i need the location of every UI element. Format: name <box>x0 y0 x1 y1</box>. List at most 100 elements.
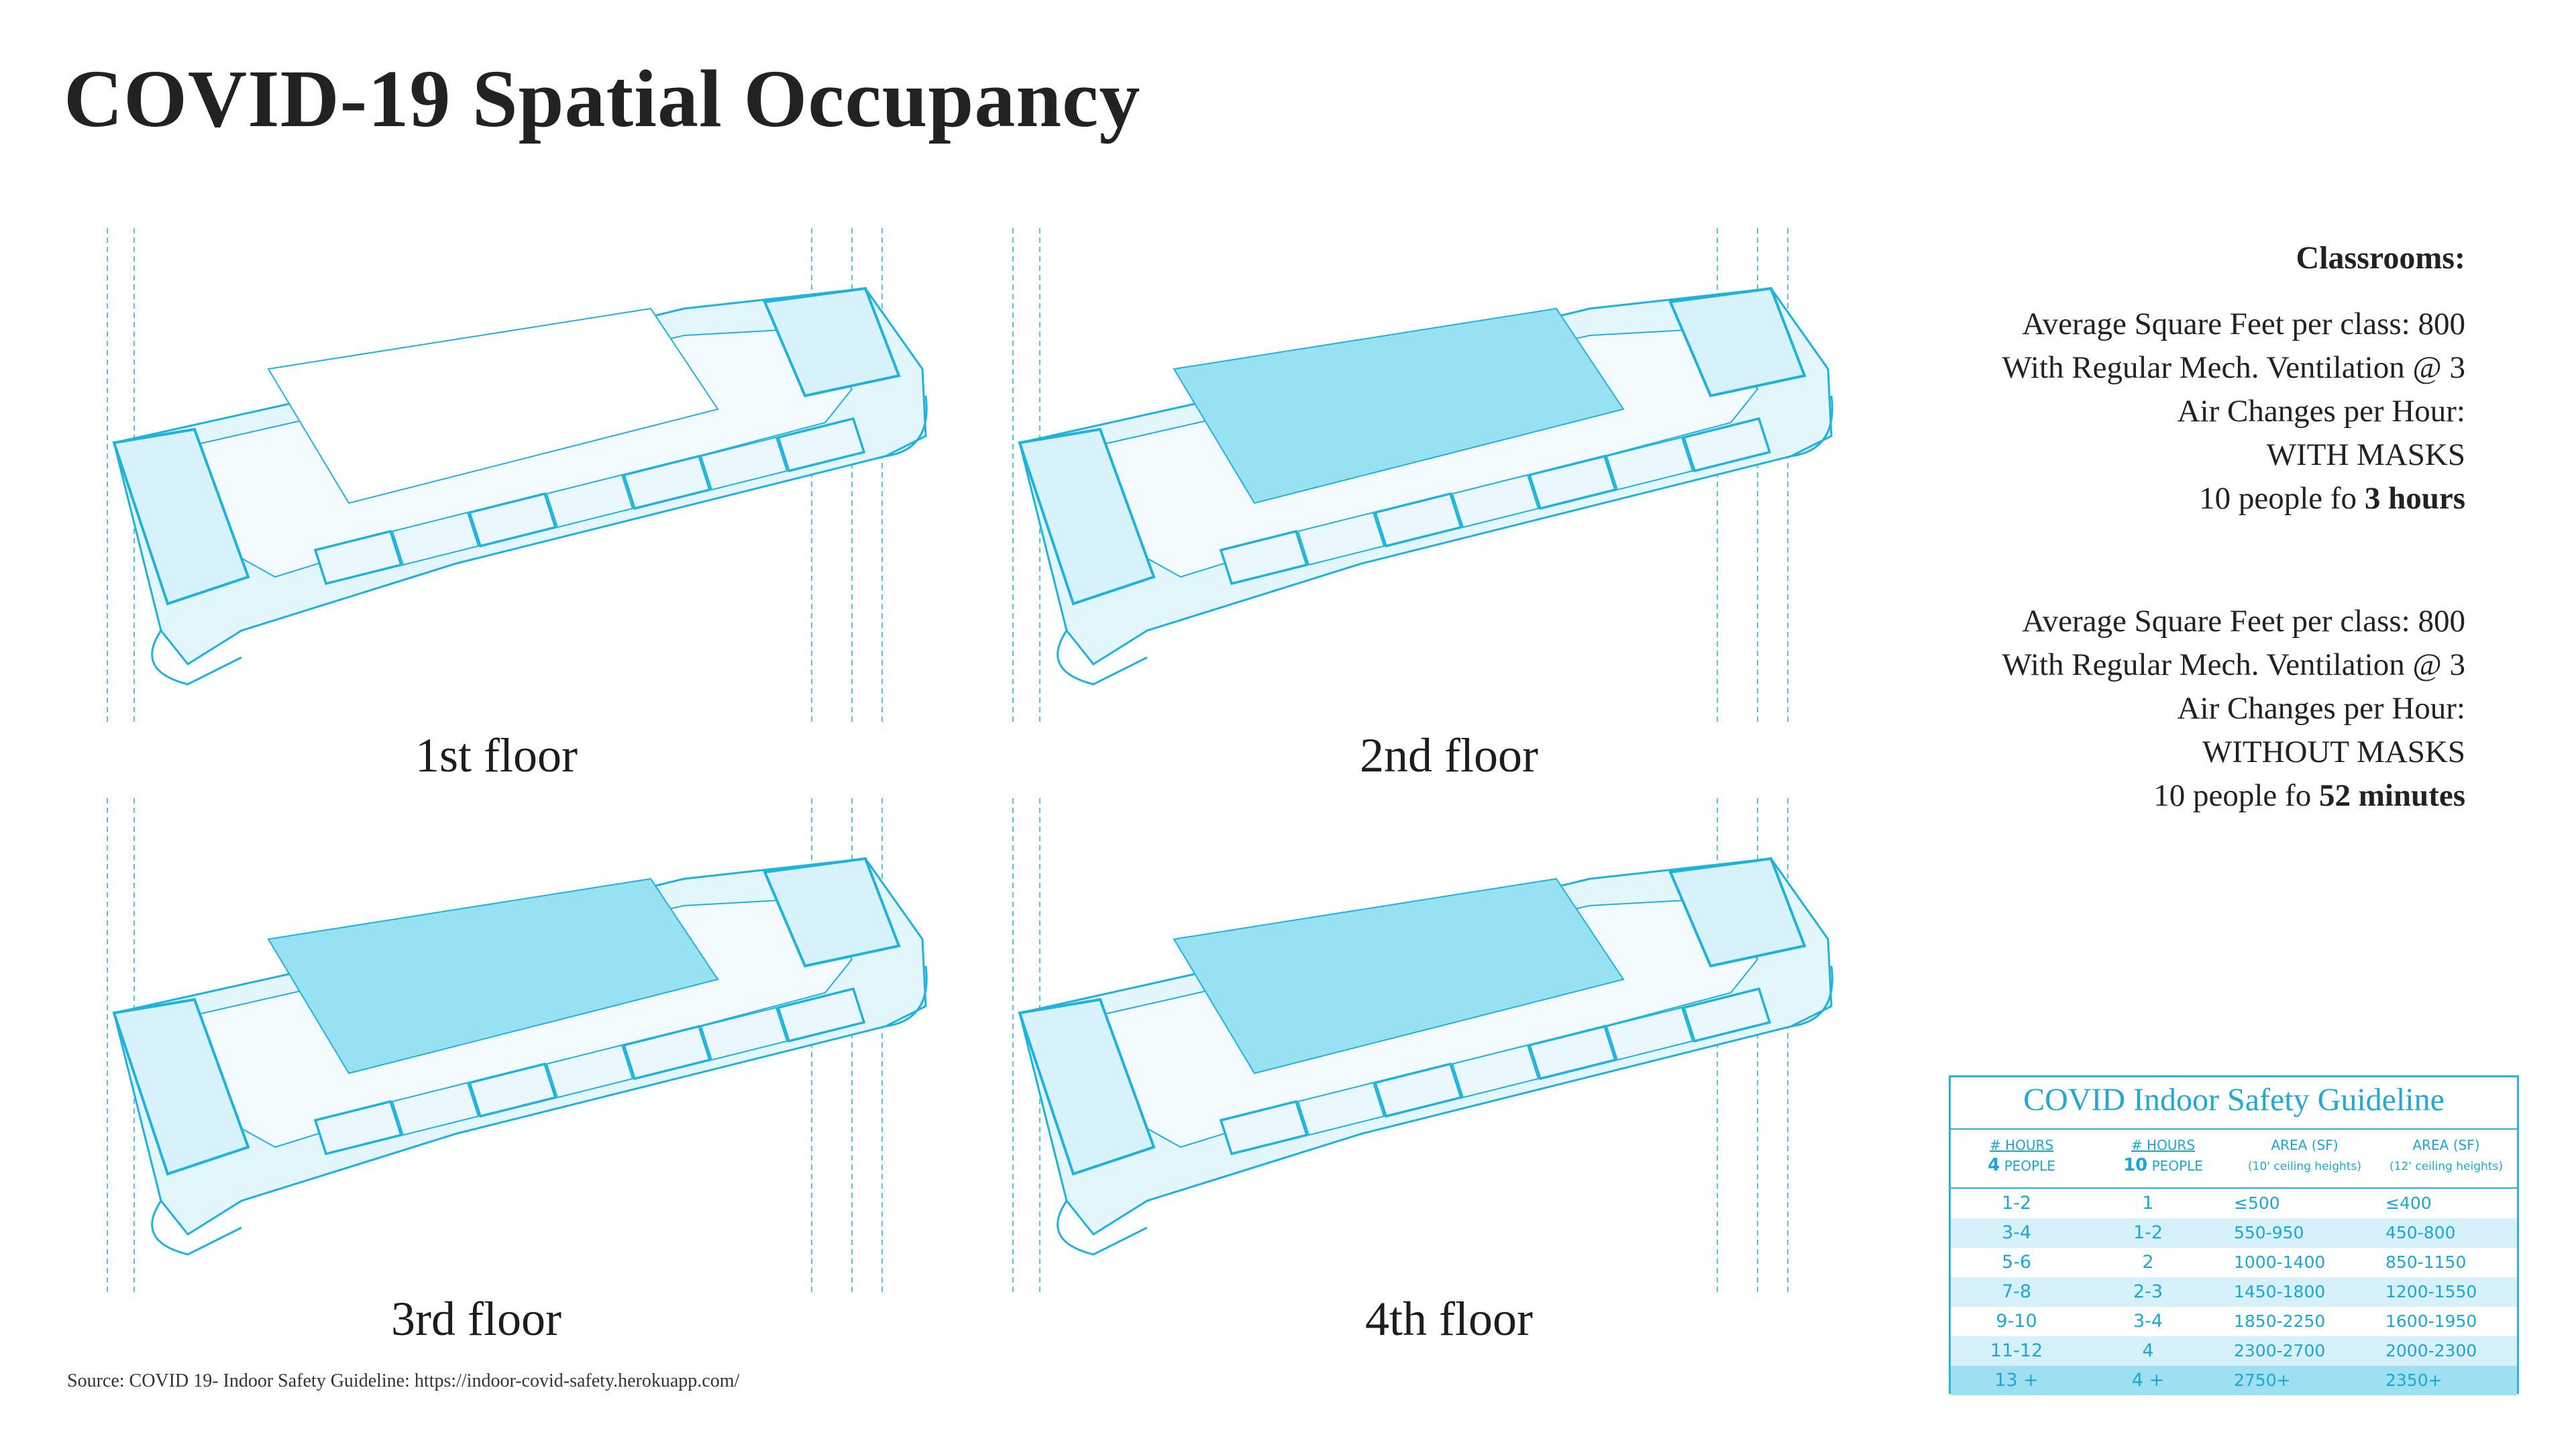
classroom <box>622 454 712 510</box>
with-masks-line4: WITH MASKS <box>2266 437 2465 472</box>
guideline-cell: 1850-2250 <box>2234 1311 2326 1331</box>
courtyard <box>1173 877 1625 1075</box>
classroom <box>391 1081 480 1136</box>
without-masks-line5: 10 people fo 52 minutes <box>2002 774 2465 818</box>
guideline-cell: 4 + <box>2131 1370 2165 1391</box>
classroom <box>1297 1081 1385 1136</box>
corner-stair <box>1790 395 1833 458</box>
guideline-cell: 7-8 <box>2001 1281 2032 1302</box>
with-masks-block: Average Square Feet per class: 800 With … <box>2002 303 2465 521</box>
guideline-cell: 2 <box>2142 1252 2154 1273</box>
guideline-cell: 2000-2300 <box>2385 1341 2477 1360</box>
col-hours-4-top: # HOURS <box>1989 1137 2054 1153</box>
guideline-title: COVID Indoor Safety Guideline <box>1951 1077 2517 1130</box>
floor-label-3rd: 3rd floor <box>391 1292 561 1346</box>
floor-plan-drawing <box>107 798 928 1295</box>
col-hours-4-bottom: PEOPLE <box>2004 1158 2055 1174</box>
classroom <box>1682 987 1772 1043</box>
classroom <box>313 529 403 586</box>
classroom <box>468 492 557 548</box>
guideline-col-area-12: AREA (SF) (12' ceiling heights) <box>2375 1130 2517 1187</box>
classroom <box>313 1099 403 1156</box>
col-hours-10-bottom: PEOPLE <box>2151 1158 2203 1174</box>
floor-plan-drawing <box>1012 798 1833 1295</box>
without-masks-line2: With Regular Mech. Ventilation @ 3 <box>2002 647 2465 682</box>
floor-plan-3rd <box>94 798 939 1295</box>
guideline-col-area-10: AREA (SF) (10' ceiling heights) <box>2234 1130 2375 1187</box>
floor-label-1st: 1st floor <box>415 729 578 782</box>
guideline-cell: 3-4 <box>2133 1311 2163 1332</box>
classroom <box>1527 1024 1617 1081</box>
guideline-cell: 11-12 <box>1990 1340 2043 1361</box>
right-wing <box>1668 286 1807 398</box>
col-hours-4-num: 4 <box>1988 1155 2000 1175</box>
courtyard <box>267 307 719 504</box>
with-masks-line1: Average Square Feet per class: 800 <box>2022 307 2465 341</box>
without-masks-line5-prefix: 10 people fo <box>2153 778 2319 813</box>
col-hours-10-top: # HOURS <box>2131 1137 2196 1153</box>
guideline-row: 13 + 4 + 2750+ 2350+ <box>1951 1366 2517 1395</box>
corner-stair <box>151 1200 242 1256</box>
classroom <box>622 1024 712 1081</box>
classroom <box>776 417 866 473</box>
page-title: COVID-19 Spatial Occupancy <box>64 54 1141 144</box>
corner-stair <box>885 395 928 458</box>
right-wing <box>763 286 901 398</box>
col-area-12-top: AREA (SF) <box>2412 1137 2480 1153</box>
guideline-cell: 9-10 <box>1996 1311 2037 1332</box>
guideline-cell: 1450-1800 <box>2234 1282 2326 1301</box>
without-masks-line3: Air Changes per Hour: <box>2177 691 2465 726</box>
guideline-cell: 1600-1950 <box>2385 1311 2477 1331</box>
floor-label-4th: 4th floor <box>1365 1292 1533 1346</box>
corner-stair <box>1057 630 1148 686</box>
with-masks-line5-prefix: 10 people fo <box>2199 481 2365 516</box>
guideline-cell: ≤500 <box>2234 1193 2280 1213</box>
guideline-header-row: # HOURS 4 PEOPLE # HOURS 10 PEOPLE AREA … <box>1951 1130 2517 1189</box>
floor-plan-drawing <box>1012 228 1833 724</box>
with-masks-line5: 10 people fo 3 hours <box>2002 477 2465 521</box>
guideline-col-hours-4: # HOURS 4 PEOPLE <box>1951 1130 2092 1187</box>
classroom <box>545 474 634 529</box>
left-wing <box>112 998 250 1176</box>
corner-stair <box>151 630 242 686</box>
col-area-10-top: AREA (SF) <box>2271 1137 2339 1153</box>
guideline-cell: 5-6 <box>2001 1252 2032 1273</box>
guideline-cell: 13 + <box>1994 1370 2039 1391</box>
guideline-cell: 2750+ <box>2234 1371 2291 1390</box>
col-area-10-bottom: (10' ceiling heights) <box>2248 1160 2361 1173</box>
guideline-cell: 1-2 <box>2133 1222 2163 1243</box>
without-masks-block: Average Square Feet per class: 800 With … <box>2002 600 2465 818</box>
guideline-col-hours-10: # HOURS 10 PEOPLE <box>2092 1130 2234 1187</box>
guideline-cell: ≤400 <box>2385 1193 2432 1213</box>
classroom <box>1219 529 1309 586</box>
col-hours-10-num: 10 <box>2123 1155 2148 1175</box>
corner-stair <box>1057 1200 1148 1256</box>
guideline-cell: 1200-1550 <box>2385 1282 2477 1301</box>
guideline-cell: 1-2 <box>2001 1193 2032 1214</box>
guideline-cell: 550-950 <box>2234 1223 2304 1242</box>
left-wing <box>1018 998 1156 1176</box>
right-wing <box>763 857 901 968</box>
floor-plan-2nd <box>1000 228 1845 724</box>
guideline-cell: 1000-1400 <box>2234 1252 2326 1272</box>
courtyard <box>1173 307 1625 504</box>
classroom <box>1451 1044 1540 1099</box>
guideline-cell: 2350+ <box>2385 1371 2443 1390</box>
without-masks-line1: Average Square Feet per class: 800 <box>2022 604 2465 639</box>
classroom <box>1451 474 1540 529</box>
classroom <box>1527 454 1617 510</box>
classroom <box>1605 436 1694 491</box>
with-masks-line2: With Regular Mech. Ventilation @ 3 <box>2002 350 2465 385</box>
guideline-cell: 4 <box>2142 1340 2154 1361</box>
classroom <box>1682 417 1772 473</box>
classroom <box>1219 1099 1309 1156</box>
with-masks-duration: 3 hours <box>2364 481 2465 516</box>
classroom <box>1605 1006 1694 1061</box>
guideline-cell: 1 <box>2142 1193 2154 1214</box>
with-masks-line3: Air Changes per Hour: <box>2177 394 2465 429</box>
